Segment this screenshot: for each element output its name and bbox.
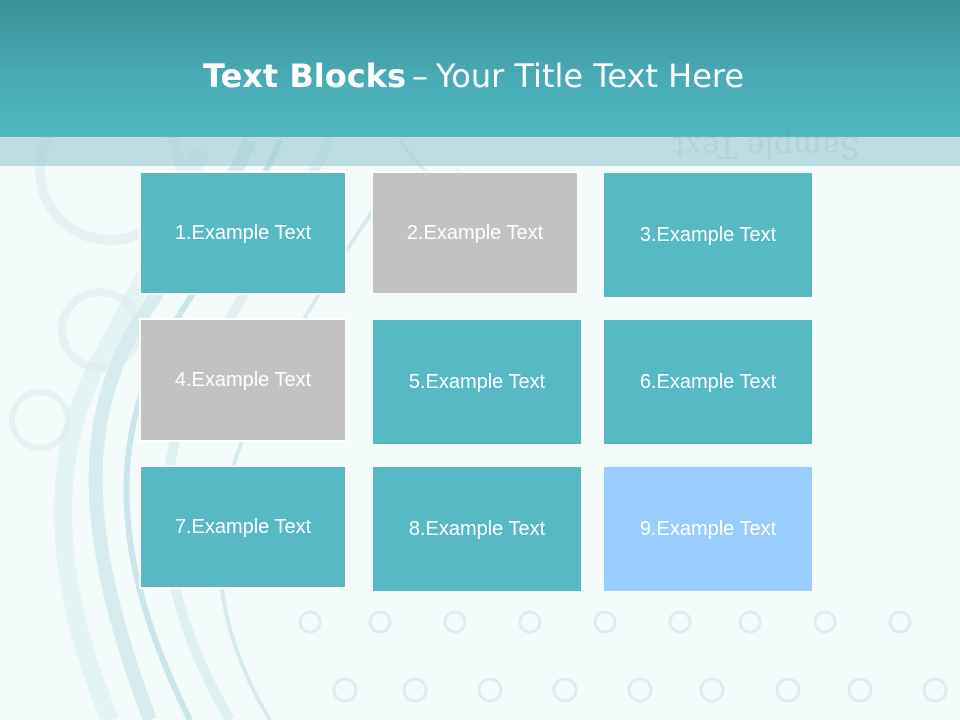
text-block-9[interactable]: 9.Example Text — [604, 467, 812, 591]
title-rest: Your Title Text Here — [436, 57, 745, 95]
watermark-text: Sample Text — [672, 129, 860, 164]
text-block-6[interactable]: 6.Example Text — [604, 320, 812, 444]
title-bold-part: Text Blocks — [203, 57, 406, 95]
text-block-8[interactable]: 8.Example Text — [373, 467, 581, 591]
title-dash: – — [412, 57, 428, 95]
text-block-label: 2.Example Text — [406, 221, 544, 244]
text-block-label: 6.Example Text — [639, 370, 777, 393]
title-bar — [0, 0, 960, 137]
text-block-4[interactable]: 4.Example Text — [139, 318, 347, 442]
text-block-label: 8.Example Text — [408, 517, 546, 540]
text-block-7[interactable]: 7.Example Text — [139, 465, 347, 589]
text-block-3[interactable]: 3.Example Text — [604, 173, 812, 297]
text-block-label: 5.Example Text — [408, 370, 546, 393]
slide-title: Text Blocks–Your Title Text Here — [203, 54, 744, 98]
text-block-label: 3.Example Text — [639, 223, 777, 246]
text-block-label: 9.Example Text — [639, 517, 777, 540]
text-block-1[interactable]: 1.Example Text — [139, 171, 347, 295]
text-block-5[interactable]: 5.Example Text — [373, 320, 581, 444]
text-block-label: 1.Example Text — [174, 221, 312, 244]
text-block-2[interactable]: 2.Example Text — [371, 171, 579, 295]
text-block-label: 4.Example Text — [174, 368, 312, 391]
title-bar-band — [0, 137, 960, 166]
text-block-label: 7.Example Text — [174, 515, 312, 538]
